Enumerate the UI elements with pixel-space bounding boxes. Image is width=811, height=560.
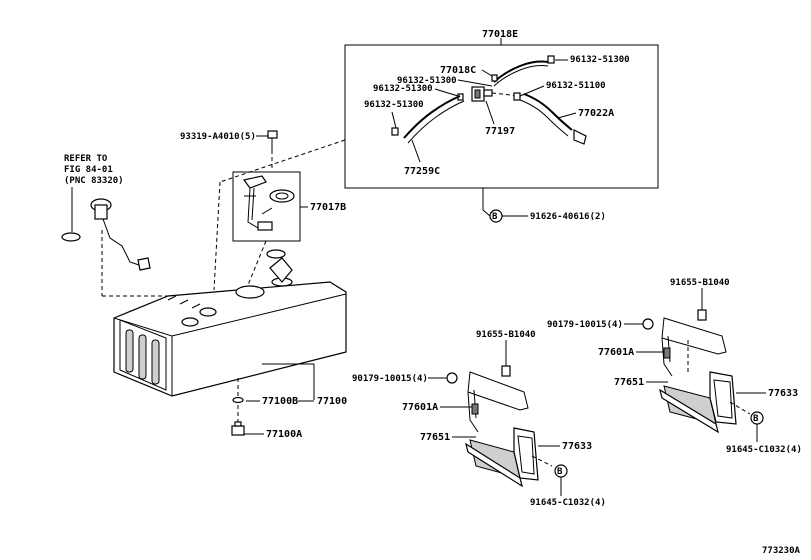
- label-96132-51300-left: 96132-51300: [364, 100, 424, 110]
- callout-B-left-letter: B: [557, 467, 563, 477]
- fuel-pump-reference: [61, 198, 151, 271]
- label-90179-10015-left: 90179-10015(4): [352, 374, 428, 384]
- label-91645-C1032-right: 91645-C1032(4): [726, 445, 802, 455]
- band-assembly-left: 91655-B1040 90179-10015(4) 77601A 77651 …: [352, 330, 606, 508]
- label-77100A: 77100A: [266, 429, 302, 440]
- clamp-96132-51300-top: [547, 55, 568, 64]
- label-77018E: 77018E: [482, 29, 518, 40]
- label-90179-10015-right: 90179-10015(4): [547, 320, 623, 330]
- label-91645-C1032-left: 91645-C1032(4): [530, 498, 606, 508]
- label-77651-left: 77651: [420, 432, 450, 443]
- figure-code: 773230A: [762, 546, 801, 556]
- label-77017B: 77017B: [310, 202, 346, 213]
- callout-B-top-letter: B: [492, 212, 498, 222]
- label-93319-A4010: 93319-A4010(5): [180, 132, 256, 142]
- label-77100B: 77100B: [262, 396, 298, 407]
- label-refer-to-3: (PNC 83320): [64, 176, 124, 186]
- label-91626-40616: 91626-40616(2): [530, 212, 606, 222]
- label-77651-right: 77651: [614, 377, 644, 388]
- label-91655-B1040-left: 91655-B1040: [476, 330, 536, 340]
- label-96132-51300-top: 96132-51300: [570, 55, 630, 65]
- label-77100: 77100: [317, 396, 347, 407]
- label-77601A-right: 77601A: [598, 347, 634, 358]
- label-96132-51100: 96132-51100: [546, 81, 606, 91]
- label-77018C: 77018C: [440, 65, 476, 76]
- label-77633-left: 77633: [562, 441, 592, 452]
- label-77259C: 77259C: [404, 166, 440, 177]
- band-assembly-right: 91655-B1040 90179-10015(4) 77601A 77651 …: [547, 278, 802, 455]
- label-refer-to-1: REFER TO: [64, 154, 108, 164]
- label-77633-right: 77633: [768, 388, 798, 399]
- drain-gasket-77100B: [232, 396, 244, 404]
- label-77022A: 77022A: [578, 108, 614, 119]
- label-77197: 77197: [485, 126, 515, 137]
- sender-gauge-77017B: [242, 175, 295, 231]
- hose-77259C: [403, 95, 461, 139]
- hose-kit-group: 77018E 96132-51300 77018C 96132-51300 96…: [344, 29, 659, 189]
- screw-93319: [267, 130, 278, 150]
- label-refer-to-2: FIG 84-01: [64, 165, 113, 175]
- drain-plug-77100A: [231, 421, 245, 436]
- label-77601A-left: 77601A: [402, 402, 438, 413]
- hose-77018C: [493, 60, 549, 83]
- label-96132-51300-mid1: 96132-51300: [397, 76, 457, 86]
- fitting-77197: [471, 86, 493, 102]
- clamp-77022A-end: [573, 129, 587, 145]
- hose-77022A: [523, 93, 573, 131]
- callout-B-right-letter: B: [753, 414, 759, 424]
- label-91655-B1040-right: 91655-B1040: [670, 278, 730, 288]
- fuel-tank-77100: [113, 249, 347, 397]
- label-96132-51300-mid2: 96132-51300: [373, 84, 433, 94]
